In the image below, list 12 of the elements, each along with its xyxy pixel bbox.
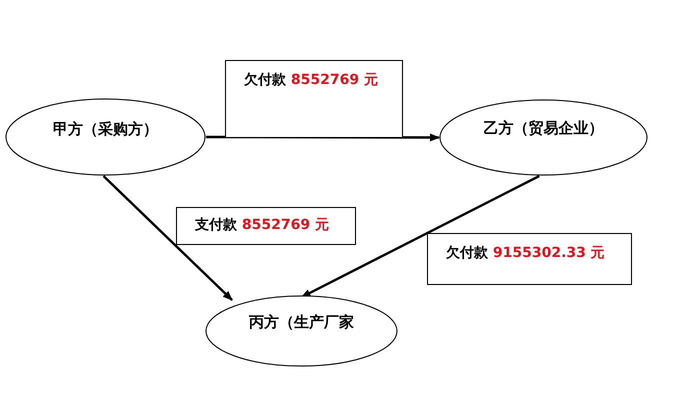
party-ellipse bbox=[205, 295, 398, 367]
edge-label: 支付款 8552769 元 bbox=[176, 207, 356, 245]
party-name: 乙方（贸易企业） bbox=[482, 119, 604, 138]
party-ellipse bbox=[439, 99, 648, 176]
arrow bbox=[206, 133, 440, 142]
edge-label: 欠付款 8552769 元 bbox=[225, 60, 403, 138]
arrow bbox=[102, 175, 233, 301]
arrow bbox=[300, 174, 540, 298]
edge-label: 欠付款 9155302.33 元 bbox=[427, 233, 632, 285]
party-name: 甲方（采购方） bbox=[52, 120, 159, 139]
party-name: 丙方（生产厂家 bbox=[248, 313, 355, 332]
party-ellipse bbox=[5, 98, 206, 176]
